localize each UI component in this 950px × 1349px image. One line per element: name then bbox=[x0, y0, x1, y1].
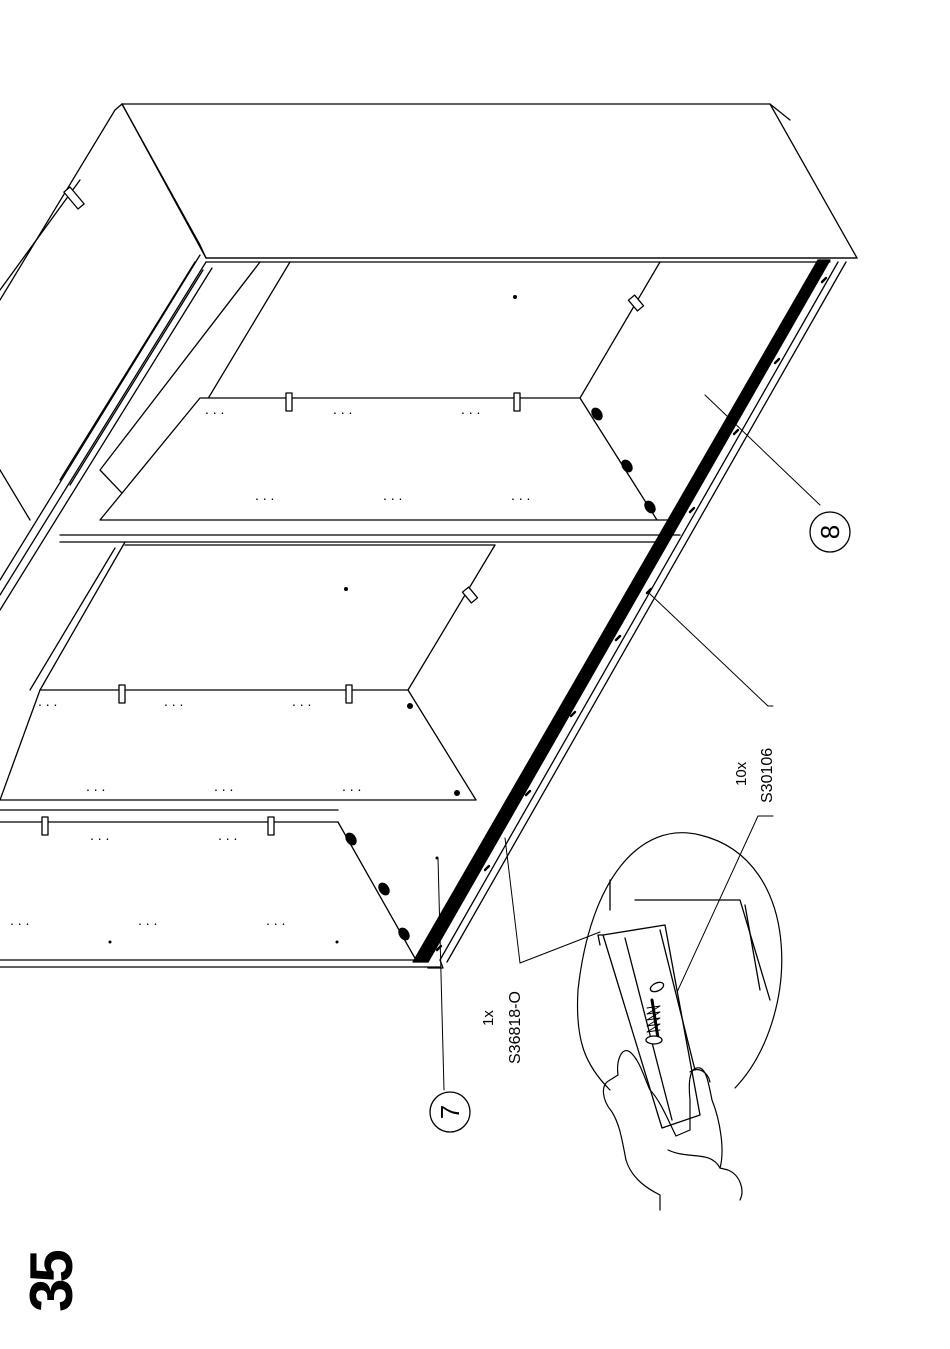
svg-text:. . .: . . . bbox=[138, 912, 157, 928]
callout-label-panel-7: 7 bbox=[435, 1097, 465, 1127]
svg-text:. . .: . . . bbox=[86, 778, 105, 794]
svg-text:. . .: . . . bbox=[90, 827, 109, 843]
part-code-rail: S36818-O bbox=[508, 991, 524, 1064]
svg-text:. . .: . . . bbox=[333, 401, 352, 417]
part-code-screws: S30106 bbox=[760, 748, 776, 803]
part-qty-screws: 10x bbox=[734, 762, 749, 786]
svg-text:. . .: . . . bbox=[218, 827, 237, 843]
top-side-panel bbox=[0, 104, 857, 300]
svg-text:. . .: . . . bbox=[461, 401, 480, 417]
svg-text:. . .: . . . bbox=[205, 401, 224, 417]
svg-text:. . .: . . . bbox=[342, 778, 361, 794]
callout-label-panel-8: 8 bbox=[815, 517, 845, 547]
svg-text:. . .: . . . bbox=[383, 487, 402, 503]
middle-compartment bbox=[0, 542, 495, 800]
svg-text:. . .: . . . bbox=[214, 778, 233, 794]
screw-marks bbox=[437, 278, 826, 950]
upper-compartment bbox=[60, 262, 680, 542]
svg-text:. . .: . . . bbox=[10, 912, 29, 928]
part-qty-rail: 1x bbox=[481, 1010, 496, 1026]
svg-text:. . .: . . . bbox=[266, 912, 285, 928]
svg-text:. . .: . . . bbox=[255, 487, 274, 503]
svg-text:. . .: . . . bbox=[511, 487, 530, 503]
svg-text:. . .: . . . bbox=[38, 693, 57, 709]
svg-text:. . .: . . . bbox=[292, 693, 311, 709]
detail-view bbox=[577, 833, 781, 1128]
svg-text:. . .: . . . bbox=[164, 693, 183, 709]
step-number: 35 bbox=[22, 1253, 82, 1312]
back-rail bbox=[413, 260, 846, 968]
